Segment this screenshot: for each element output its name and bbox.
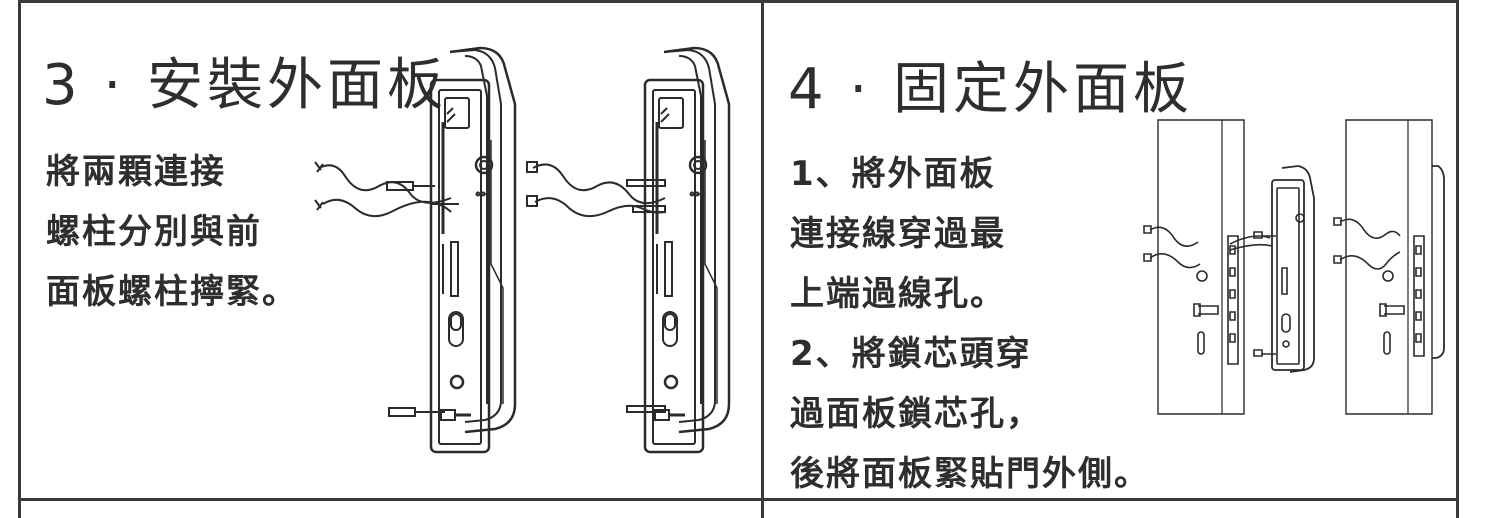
front-panel-illustration-a [305,44,530,458]
step4-line: 1、將外面板 [790,154,996,194]
step4-line: 上端過線孔。 [790,274,1006,314]
step4-line: 2、將鎖芯頭穿 [790,334,1032,374]
door-mount-illustration-a [1130,118,1340,418]
step3-line: 螺柱分別與前 [46,212,262,252]
grid-right-border [1456,0,1459,518]
step4-line: 過面板鎖芯孔， [790,394,1042,434]
step4-line: 後將面板緊貼門外側。 [790,454,1150,494]
grid-top-border [18,0,1458,3]
step3-title: 3 · 安裝外面板 [42,53,448,118]
step3-line: 將兩顆連接 [46,152,226,192]
grid-center-divider [761,0,764,518]
step4-instructions: 1、將外面板 連接線穿過最 上端過線孔。 2、將鎖芯頭穿 過面板鎖芯孔， 後將面… [790,144,1150,504]
grid-left-border [18,0,21,518]
step4-line: 連接線穿過最 [790,214,1006,254]
step3-instructions: 將兩顆連接 螺柱分別與前 面板螺柱擰緊。 [46,142,298,322]
step4-title: 4 · 固定外面板 [788,57,1194,122]
step3-line: 面板螺柱擰緊。 [46,272,298,312]
door-mount-illustration-b [1320,118,1450,418]
front-panel-illustration-b [519,44,744,458]
grid-bottom-border [18,498,1458,501]
